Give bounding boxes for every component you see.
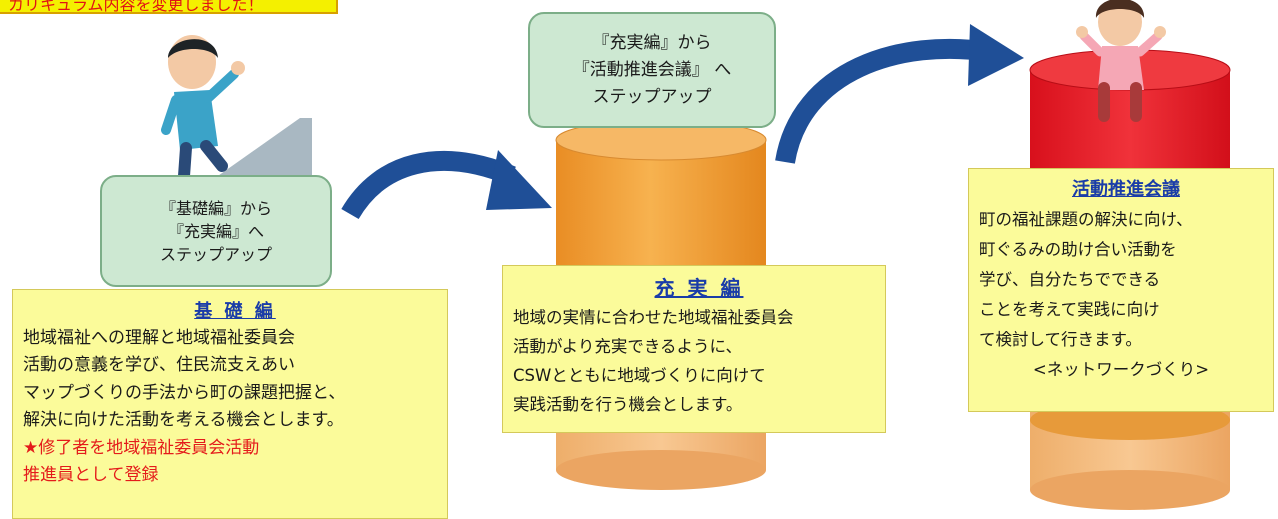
council-closing: <ネットワークづくり>	[1032, 360, 1210, 379]
basic-course-line: 活動の意義を学び、住民流支えあい	[23, 355, 295, 375]
notice-banner: カリキュラム内容を変更しました！	[0, 0, 338, 14]
council-line: て検討して行きます。	[979, 330, 1142, 349]
stepup-line: ステップアップ	[159, 244, 272, 264]
council-line: 町の福祉課題の解決に向け、	[979, 210, 1193, 229]
curved-arrow-2	[775, 24, 1024, 164]
stepup-line: 『基礎編』から	[159, 198, 272, 218]
enhanced-course-line: CSWとともに地域づくりに向けて	[513, 366, 766, 385]
enhanced-course-line: 実践活動を行う機会とします。	[513, 395, 743, 414]
enhanced-course-box: 充 実 編 地域の実情に合わせた地域福祉委員会 活動がより充実できるように、 C…	[502, 265, 886, 433]
notice-text: カリキュラム内容を変更しました！	[8, 0, 264, 14]
stepup-line: 『充実編』へ	[167, 221, 264, 241]
stepup-line: 『充実編』から	[592, 32, 712, 53]
council-title: 活動推進会議	[1072, 179, 1180, 200]
basic-course-highlight: ★修了者を地域福祉委員会活動	[23, 437, 260, 458]
basic-course-line: 解決に向けた活動を考える機会とします。	[23, 410, 344, 430]
stair-step	[215, 118, 312, 178]
climbing-man-figure	[161, 35, 245, 182]
cheering-woman-figure	[1076, 0, 1166, 122]
stepup-box-basic-to-enhanced: 『基礎編』から 『充実編』へ ステップアップ	[100, 175, 332, 287]
enhanced-course-title: 充 実 編	[654, 276, 744, 300]
stepup-line: 『活動推進会議』 へ	[572, 59, 732, 80]
stepup-box-enhanced-to-council: 『充実編』から 『活動推進会議』 へ ステップアップ	[528, 12, 776, 128]
basic-course-line: マップづくりの手法から町の課題把握と、	[23, 382, 346, 403]
enhanced-course-line: 地域の実情に合わせた地域福祉委員会	[513, 308, 794, 327]
council-line: 町ぐるみの助け合い活動を	[979, 240, 1177, 259]
basic-course-box: 基 礎 編 地域福祉への理解と地域福祉委員会 活動の意義を学び、住民流支えあい …	[12, 289, 448, 519]
basic-course-line: 地域福祉への理解と地域福祉委員会	[23, 327, 295, 348]
curved-arrow-1	[341, 150, 552, 220]
council-line: ことを考えて実践に向け	[979, 300, 1160, 319]
stepup-line: ステップアップ	[592, 86, 712, 107]
enhanced-course-line: 活動がより充実できるように、	[513, 337, 743, 356]
basic-course-highlight: 推進員として登録	[23, 465, 159, 485]
basic-course-title: 基 礎 編	[194, 301, 276, 322]
council-box: 活動推進会議 町の福祉課題の解決に向け、 町ぐるみの助け合い活動を 学び、自分た…	[968, 168, 1274, 412]
council-line: 学び、自分たちでできる	[979, 270, 1161, 289]
